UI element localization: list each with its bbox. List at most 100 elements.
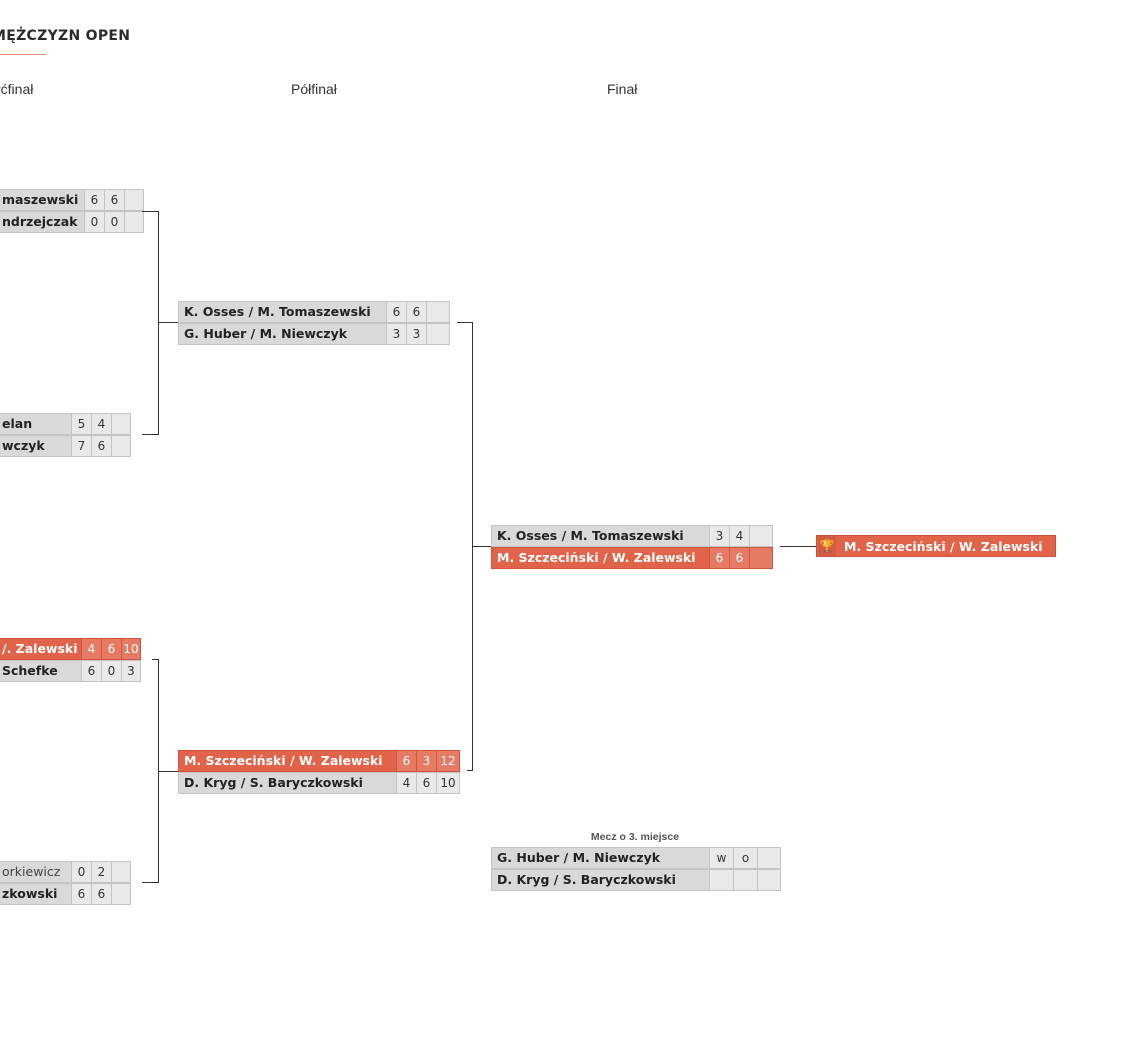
player-row: wczyk 7 6 (0, 435, 131, 457)
set-score: 0 (104, 211, 124, 233)
player-row: orkiewicz 0 2 (0, 861, 131, 883)
third-place-label: Mecz o 3. miejsce (590, 831, 680, 843)
semifinal-match-2[interactable]: M. Szczeciński / W. Zalewski 6 3 12 D. K… (178, 750, 460, 794)
set-score: 0 (71, 861, 91, 883)
quarterfinal-match-2[interactable]: elan 5 4 wczyk 7 6 (0, 413, 131, 457)
semifinal-match-1[interactable]: K. Osses / M. Tomaszewski 6 6 G. Huber /… (178, 301, 450, 345)
bracket-connector (142, 882, 159, 883)
player-name: G. Huber / M. Niewczyk (491, 847, 709, 869)
player-name: Schefke (0, 660, 81, 682)
set-score (426, 301, 450, 323)
set-score: 6 (101, 638, 121, 660)
player-row: K. Osses / M. Tomaszewski 3 4 (491, 525, 773, 547)
player-name: K. Osses / M. Tomaszewski (178, 301, 386, 323)
set-score (426, 323, 450, 345)
set-score: 2 (91, 861, 111, 883)
round-label-quarterfinal: rćfinał (0, 81, 34, 97)
bracket-connector (457, 322, 473, 323)
set-score (124, 211, 144, 233)
bracket-connector (467, 770, 473, 771)
player-name: maszewski (0, 189, 84, 211)
page-title: MĘŻCZYZN OPEN (0, 28, 131, 44)
set-score (733, 869, 757, 891)
player-name: ndrzejczak (0, 211, 84, 233)
player-name: wczyk (0, 435, 71, 457)
third-place-match[interactable]: G. Huber / M. Niewczyk w o D. Kryg / S. … (491, 847, 781, 891)
player-name: orkiewicz (0, 861, 71, 883)
bracket-connector (152, 659, 159, 660)
set-score: 6 (84, 189, 104, 211)
bracket-connector (158, 771, 178, 772)
player-name: /. Zalewski (0, 638, 81, 660)
set-score: 6 (91, 435, 111, 457)
set-score: 3 (709, 525, 729, 547)
player-row: ndrzejczak 0 0 (0, 211, 144, 233)
set-score (749, 547, 773, 569)
quarterfinal-match-4[interactable]: orkiewicz 0 2 zkowski 6 6 (0, 861, 131, 905)
set-score: 3 (406, 323, 426, 345)
round-label-final: Finał (607, 81, 638, 97)
set-score (757, 847, 781, 869)
player-name: M. Szczeciński / W. Zalewski (178, 750, 396, 772)
set-score: o (733, 847, 757, 869)
bracket-connector (142, 211, 159, 212)
set-score: w (709, 847, 733, 869)
set-score: 4 (91, 413, 111, 435)
set-score: 0 (84, 211, 104, 233)
player-row: G. Huber / M. Niewczyk 3 3 (178, 323, 450, 345)
player-row: elan 5 4 (0, 413, 131, 435)
set-score: 6 (396, 750, 416, 772)
set-score: 6 (91, 883, 111, 905)
set-score (749, 525, 773, 547)
quarterfinal-match-1[interactable]: maszewski 6 6 ndrzejczak 0 0 (0, 189, 144, 233)
set-score: 10 (436, 772, 460, 794)
set-score: 4 (729, 525, 749, 547)
set-score: 6 (71, 883, 91, 905)
champion-box[interactable]: 🏆 M. Szczeciński / W. Zalewski (816, 535, 1056, 557)
set-score (709, 869, 733, 891)
bracket-connector (158, 322, 178, 323)
player-row-winner: M. Szczeciński / W. Zalewski 6 3 12 (178, 750, 460, 772)
set-score: 6 (729, 547, 749, 569)
set-score: 6 (386, 301, 406, 323)
player-row: zkowski 6 6 (0, 883, 131, 905)
set-score (111, 861, 131, 883)
set-score: 4 (396, 772, 416, 794)
final-match[interactable]: K. Osses / M. Tomaszewski 3 4 M. Szczeci… (491, 525, 773, 569)
set-score: 4 (81, 638, 101, 660)
set-score (111, 413, 131, 435)
set-score: 7 (71, 435, 91, 457)
player-name: M. Szczeciński / W. Zalewski (491, 547, 709, 569)
player-row: K. Osses / M. Tomaszewski 6 6 (178, 301, 450, 323)
bracket-connector (472, 546, 491, 547)
quarterfinal-match-3[interactable]: /. Zalewski 4 6 10 Schefke 6 0 3 (0, 638, 141, 682)
set-score: 0 (101, 660, 121, 682)
round-label-semifinal: Półfinał (291, 81, 337, 97)
player-row: D. Kryg / S. Baryczkowski 4 6 10 (178, 772, 460, 794)
player-row: G. Huber / M. Niewczyk w o (491, 847, 781, 869)
player-name: zkowski (0, 883, 71, 905)
bracket-connector (142, 434, 159, 435)
player-name: D. Kryg / S. Baryczkowski (178, 772, 396, 794)
set-score (111, 435, 131, 457)
set-score: 6 (416, 772, 436, 794)
player-row-winner: M. Szczeciński / W. Zalewski 6 6 (491, 547, 773, 569)
set-score: 10 (121, 638, 141, 660)
player-name: elan (0, 413, 71, 435)
bracket-connector (158, 211, 159, 435)
set-score (757, 869, 781, 891)
set-score: 6 (81, 660, 101, 682)
title-underline (0, 54, 46, 55)
set-score: 6 (104, 189, 124, 211)
set-score (124, 189, 144, 211)
set-score: 3 (386, 323, 406, 345)
player-name: D. Kryg / S. Baryczkowski (491, 869, 709, 891)
set-score: 6 (709, 547, 729, 569)
set-score: 3 (121, 660, 141, 682)
set-score: 5 (71, 413, 91, 435)
player-name: G. Huber / M. Niewczyk (178, 323, 386, 345)
player-row: maszewski 6 6 (0, 189, 144, 211)
trophy-icon: 🏆 (818, 536, 836, 556)
bracket-connector (780, 546, 816, 547)
set-score: 12 (436, 750, 460, 772)
